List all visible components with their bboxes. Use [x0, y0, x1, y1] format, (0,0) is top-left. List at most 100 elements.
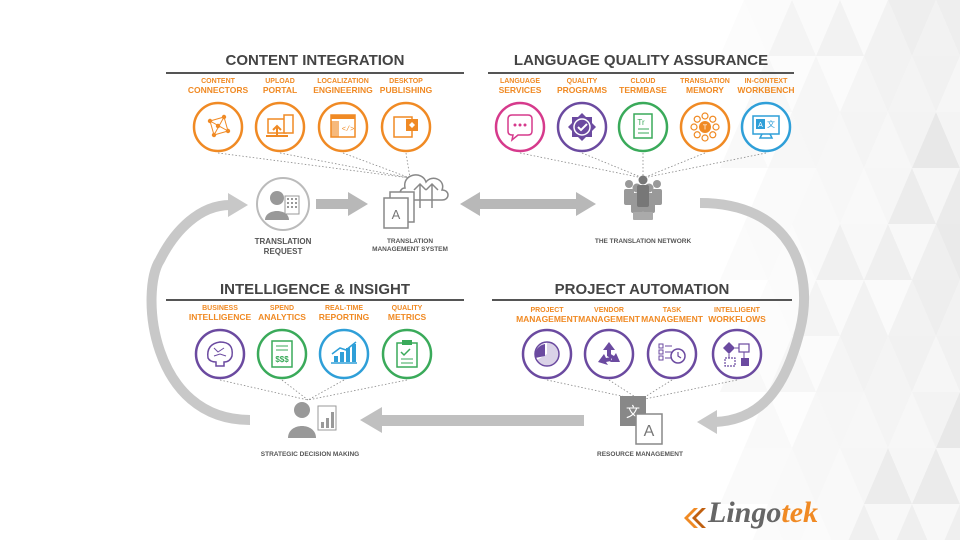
section-item-label-line2: SERVICES [498, 84, 542, 95]
bg-triangle [864, 0, 912, 56]
section-item-label-line1: TASK [662, 307, 682, 314]
bg-triangle [816, 280, 864, 336]
bg-triangle [864, 448, 912, 504]
node-label-translation-request: TRANSLATION REQUEST [255, 237, 312, 258]
arrow-request-to-tms-head [348, 192, 368, 216]
dotted-connector-line [608, 379, 641, 401]
section-rule-intelligence [166, 299, 464, 301]
section-title-project-automation: PROJECT AUTOMATION [554, 281, 730, 298]
translation-network-people-icon [624, 175, 662, 220]
bg-triangle [816, 448, 864, 504]
bg-triangle [944, 504, 960, 540]
bg-triangle [816, 56, 864, 112]
bg-triangle [912, 280, 960, 336]
dotted-connector-line [639, 379, 738, 401]
brain-circuit-icon [194, 328, 246, 380]
strategic-decision-icon [288, 402, 337, 438]
section-item-label-line2: ENGINEERING [313, 84, 373, 95]
section-title-language-quality: LANGUAGE QUALITY ASSURANCE [513, 52, 769, 69]
bg-triangle [888, 0, 936, 56]
dotted-connector-line [307, 379, 345, 401]
section-item-label-line2: CONNECTORS [187, 84, 249, 95]
bg-triangle [768, 112, 816, 168]
section-item-label-line1: QUALITY [391, 305, 423, 312]
bg-triangle [768, 56, 816, 112]
svg-text:A: A [644, 423, 655, 440]
tms-cloud-documents-icon: A [383, 174, 449, 229]
bg-triangle [720, 0, 768, 56]
dotted-connector-line [342, 152, 411, 179]
bg-triangle [768, 504, 816, 540]
bg-triangle [792, 56, 840, 112]
loop-arrowhead-right [697, 410, 717, 434]
bg-triangle [888, 392, 936, 448]
code-window-icon: </> [317, 101, 369, 153]
bg-triangle [912, 224, 960, 280]
section-item-label-line2: PUBLISHING [379, 84, 433, 95]
resource-management-translate-icon: 文 A [620, 396, 663, 445]
bg-triangle [792, 224, 840, 280]
bg-triangle [888, 224, 936, 280]
node-label-translation-request-line2: REQUEST [263, 247, 303, 257]
section-item-label-line1: LANGUAGE [499, 78, 541, 85]
bg-triangle [912, 56, 960, 112]
svg-text:A: A [758, 122, 763, 129]
section-item-label-line2: ANALYTICS [258, 311, 306, 322]
bg-triangle [936, 280, 960, 336]
workflow-diagram-icon [711, 328, 763, 380]
bg-triangle [936, 224, 960, 280]
section-item-label-line1: INTELLIGENT [714, 307, 760, 314]
bg-triangle [888, 168, 936, 224]
node-label-network-line1: THE TRANSLATION NETWORK [594, 238, 692, 245]
bg-triangle [816, 224, 864, 280]
section-item-label-line1: SPEND [269, 305, 295, 312]
section-item-label-line1: CLOUD [630, 78, 656, 85]
section-item-label-line2: PORTAL [262, 84, 298, 95]
bg-triangle [936, 336, 960, 392]
bg-triangle [888, 336, 936, 392]
bg-triangle [864, 56, 912, 112]
section-item-label-line1: REAL-TIME [324, 305, 364, 312]
bg-triangle [936, 392, 960, 448]
bg-triangle [792, 336, 840, 392]
section-item-label-line1: UPLOAD [265, 78, 295, 85]
node-label-tms: TRANSLATION MANAGEMENT SYSTEM [372, 238, 448, 255]
loop-arrow-left [146, 200, 251, 425]
translation-request-icon [256, 177, 310, 231]
bg-triangle [800, 504, 832, 540]
node-label-tms-line1: TRANSLATION [386, 238, 434, 245]
node-label-strategic: STRATEGIC DECISION MAKING [261, 451, 359, 459]
bg-triangle [848, 504, 880, 540]
arrow-resource-to-strategic-head [360, 407, 382, 433]
dotted-connector-line [405, 152, 411, 179]
bg-triangle [840, 224, 888, 280]
bg-triangle [816, 0, 864, 56]
bg-triangle [840, 112, 888, 168]
section-rule-language-quality [488, 72, 794, 74]
dotted-connector-line [279, 152, 411, 179]
bg-triangle [792, 0, 840, 56]
dotted-connector-line [642, 152, 767, 179]
bg-triangle [816, 336, 864, 392]
pie-progress-icon [521, 328, 573, 380]
quality-badge-icon [556, 101, 608, 153]
bg-triangle [744, 0, 792, 56]
section-item-label-line1: DESKTOP [389, 78, 423, 85]
bg-triangle [840, 448, 888, 504]
bg-triangle [936, 0, 960, 56]
arrow-tms-network-head-right [576, 192, 596, 216]
section-item-label-line1: LOCALIZATION [317, 78, 369, 85]
node-label-network: THE TRANSLATION NETWORK [595, 238, 691, 246]
bg-triangle [864, 112, 912, 168]
bg-triangle [720, 224, 768, 280]
section-item-label-line2: MANAGEMENT [516, 313, 578, 324]
node-label-resource: RESOURCE MANAGEMENT [597, 451, 683, 459]
section-title-content-integration: CONTENT INTEGRATION [225, 52, 405, 69]
